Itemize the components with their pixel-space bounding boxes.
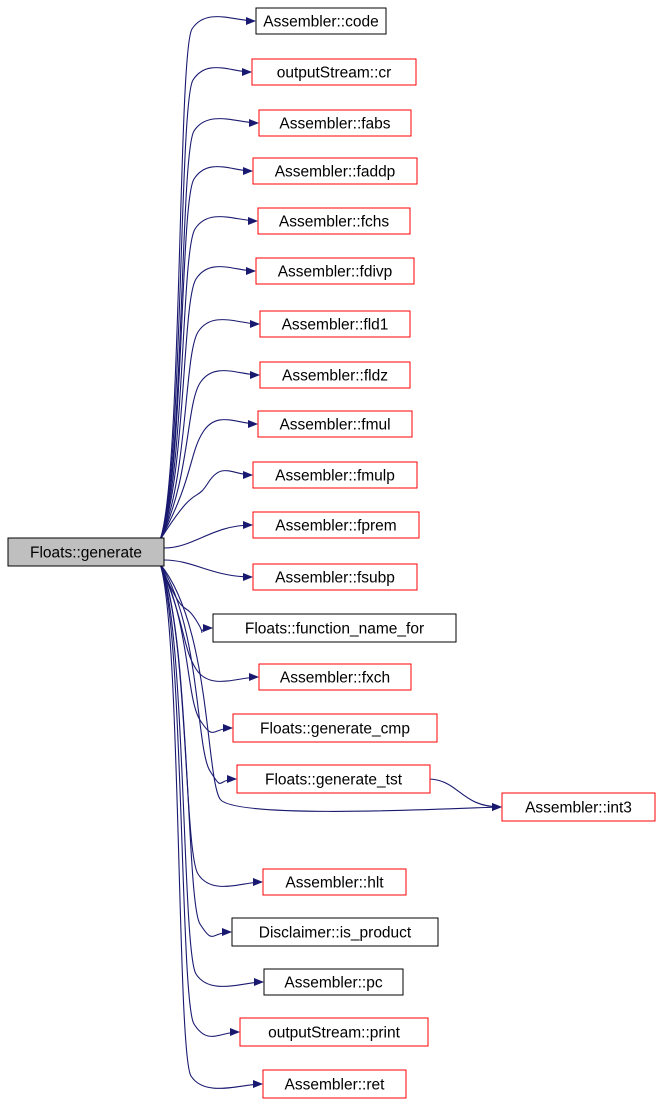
node-label: Assembler::fabs — [279, 116, 390, 133]
edge-root-to-fld1 — [159, 319, 260, 541]
node-label: Assembler::fxch — [280, 670, 390, 687]
node-fdivp[interactable]: Assembler::fdivp — [255, 257, 415, 285]
edge-root-to-fsubp — [163, 559, 253, 581]
node-code[interactable]: Assembler::code — [255, 7, 387, 35]
edge-root-to-faddp — [159, 166, 253, 541]
node-box — [236, 764, 431, 794]
node-box — [258, 109, 412, 137]
node-box — [239, 1017, 429, 1047]
node-box — [231, 917, 439, 947]
node-box — [252, 511, 420, 539]
node-int3[interactable]: Assembler::int3 — [501, 792, 656, 822]
edge-root-to-fprem — [163, 521, 253, 549]
node-fmulp[interactable]: Assembler::fmulp — [252, 461, 418, 489]
node-label: Assembler::fchs — [279, 214, 390, 231]
node-label: Assembler::fmul — [279, 417, 390, 434]
node-box — [255, 257, 415, 285]
node-fxch[interactable]: Assembler::fxch — [258, 663, 412, 691]
node-label: Assembler::hlt — [285, 875, 384, 892]
node-label: Assembler::pc — [284, 975, 382, 992]
node-generate-tst[interactable]: Floats::generate_tst — [236, 764, 431, 794]
edge-root-to-fmul — [159, 419, 258, 541]
edge-root-to-fabs — [159, 118, 259, 541]
node-label: Assembler::code — [263, 14, 378, 31]
edge-root-to-fmulp — [159, 470, 253, 541]
node-fmul[interactable]: Assembler::fmul — [257, 410, 413, 438]
node-label: Assembler::fmulp — [275, 468, 395, 485]
node-box — [255, 7, 387, 35]
node-cr[interactable]: outputStream::cr — [251, 58, 417, 86]
edge-root-to-ret — [159, 563, 263, 1089]
node-label: Disclaimer::is_product — [259, 925, 412, 942]
edge-root-to-fldz — [159, 370, 260, 541]
nodes-layer: Floats::generate Assembler::codeoutputStr… — [7, 7, 656, 1099]
node-box — [232, 713, 438, 743]
node-label: Assembler::int3 — [525, 800, 632, 817]
node-box — [252, 563, 418, 591]
node-box — [212, 613, 457, 643]
node-box — [501, 792, 656, 822]
edge-root-to-generate_cmp — [159, 563, 233, 733]
node-label: outputStream::cr — [277, 65, 392, 82]
node-box — [258, 663, 412, 691]
node-print[interactable]: outputStream::print — [239, 1017, 429, 1047]
node-label: outputStream::print — [268, 1025, 401, 1042]
node-label: Assembler::fsubp — [275, 570, 395, 587]
node-pc[interactable]: Assembler::pc — [263, 968, 404, 996]
node-box — [259, 361, 411, 389]
node-label: Assembler::fprem — [275, 518, 396, 535]
node-fchs[interactable]: Assembler::fchs — [257, 207, 411, 235]
edge-root-to-is_product — [159, 563, 232, 937]
node-box — [252, 461, 418, 489]
node-fsubp[interactable]: Assembler::fsubp — [252, 563, 418, 591]
edge-root-to-print — [159, 563, 240, 1037]
node-function-name-for[interactable]: Floats::function_name_for — [212, 613, 457, 643]
node-root[interactable]: Floats::generate — [7, 537, 165, 567]
node-fld1[interactable]: Assembler::fld1 — [259, 310, 411, 338]
edge-root-to-int3 — [159, 563, 502, 812]
node-hlt[interactable]: Assembler::hlt — [262, 868, 407, 896]
node-faddp[interactable]: Assembler::faddp — [252, 157, 418, 185]
node-box — [251, 58, 417, 86]
node-fabs[interactable]: Assembler::fabs — [258, 109, 412, 137]
edges-layer — [159, 16, 502, 1089]
edge-root-to-cr — [159, 67, 252, 541]
node-label: Floats::generate_tst — [265, 772, 403, 789]
node-label: Floats::function_name_for — [245, 621, 424, 638]
edge-generate_tst-to-int3 — [429, 778, 502, 811]
node-box — [262, 1069, 407, 1099]
edge-root-to-code — [159, 16, 256, 541]
node-label: Assembler::faddp — [275, 164, 396, 181]
node-fldz[interactable]: Assembler::fldz — [259, 361, 411, 389]
node-label: Floats::generate — [30, 545, 142, 562]
node-box — [262, 868, 407, 896]
node-label: Assembler::fldz — [282, 368, 388, 385]
node-label: Floats::generate_cmp — [260, 721, 410, 738]
edge-root-to-pc — [159, 563, 264, 987]
node-box — [263, 968, 404, 996]
node-label: Assembler::ret — [285, 1077, 386, 1094]
node-box — [7, 537, 165, 567]
node-box — [259, 310, 411, 338]
node-box — [252, 157, 418, 185]
edge-root-to-generate_tst — [159, 563, 237, 784]
edge-root-to-fdivp — [159, 266, 256, 541]
node-box — [257, 410, 413, 438]
node-label: Assembler::fdivp — [278, 264, 393, 281]
node-is-product[interactable]: Disclaimer::is_product — [231, 917, 439, 947]
node-fprem[interactable]: Assembler::fprem — [252, 511, 420, 539]
node-generate-cmp[interactable]: Floats::generate_cmp — [232, 713, 438, 743]
node-box — [257, 207, 411, 235]
node-label: Assembler::fld1 — [282, 317, 389, 334]
edge-root-to-fchs — [159, 216, 258, 541]
node-ret[interactable]: Assembler::ret — [262, 1069, 407, 1099]
